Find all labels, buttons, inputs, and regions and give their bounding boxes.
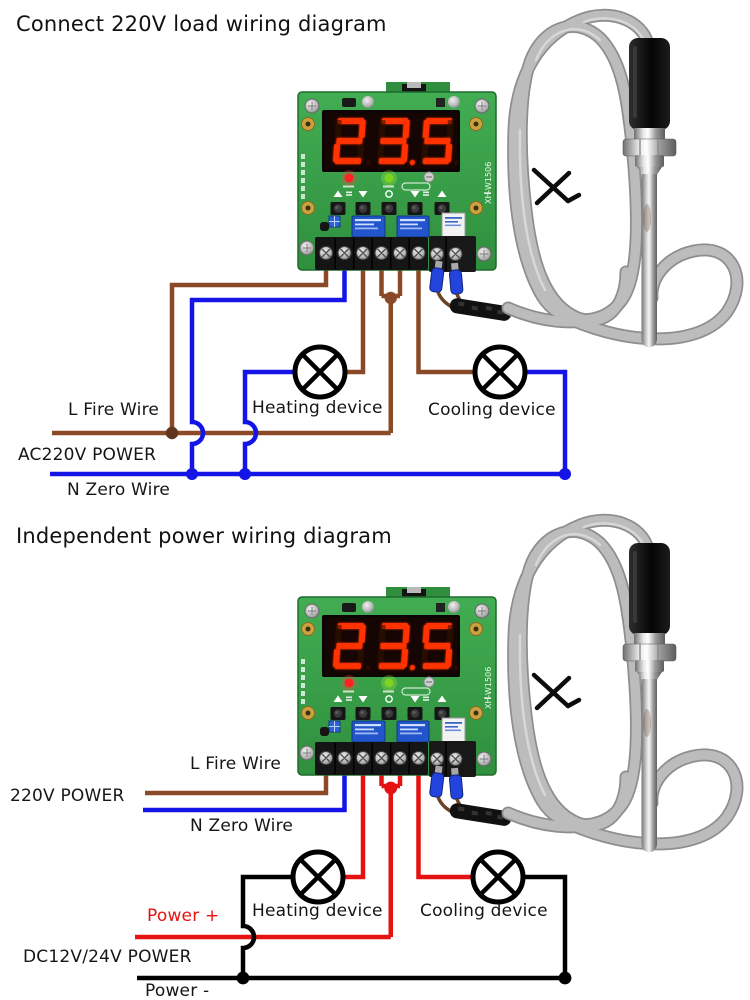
label-dc-power-source: DC12V/24V POWER [23, 947, 192, 967]
diagram2-title: Independent power wiring diagram [16, 524, 392, 548]
label-power-minus: Power - [145, 981, 210, 1000]
label-cooling-device-1: Cooling device [428, 400, 556, 420]
label-power-plus: Power + [147, 906, 220, 926]
controller-board-1 [298, 82, 496, 272]
controller-board-2 [298, 587, 496, 777]
diagram1-wiring [50, 262, 571, 480]
label-zero-wire-2: N Zero Wire [190, 816, 294, 836]
junction-dots-1 [165, 291, 571, 480]
cooling-device-symbol-1 [475, 347, 525, 397]
cooling-device-symbol-2 [473, 852, 523, 902]
label-power-source-2: 220V POWER [10, 786, 125, 806]
label-power-source-1: AC220V POWER [18, 445, 157, 465]
diagram1-title: Connect 220V load wiring diagram [16, 12, 387, 36]
label-fire-wire-1: L Fire Wire [68, 400, 160, 420]
label-zero-wire-1: N Zero Wire [67, 480, 171, 500]
label-heating-device-1: Heating device [252, 398, 383, 418]
dc-positive-red [135, 767, 473, 940]
fire-wire-brown [52, 262, 475, 436]
label-cooling-device-2: Cooling device [420, 901, 548, 921]
heating-device-symbol-2 [293, 852, 343, 902]
dc-negative-black [137, 874, 568, 981]
label-fire-wire-2: L Fire Wire [190, 754, 282, 774]
zero-wire-blue [50, 262, 568, 477]
diagram2-wiring [135, 767, 572, 985]
label-heating-device-2: Heating device [252, 901, 383, 921]
junction-dots-2 [236, 781, 572, 985]
zero-wire-blue-2 [143, 767, 347, 813]
heating-device-symbol-1 [295, 347, 345, 397]
